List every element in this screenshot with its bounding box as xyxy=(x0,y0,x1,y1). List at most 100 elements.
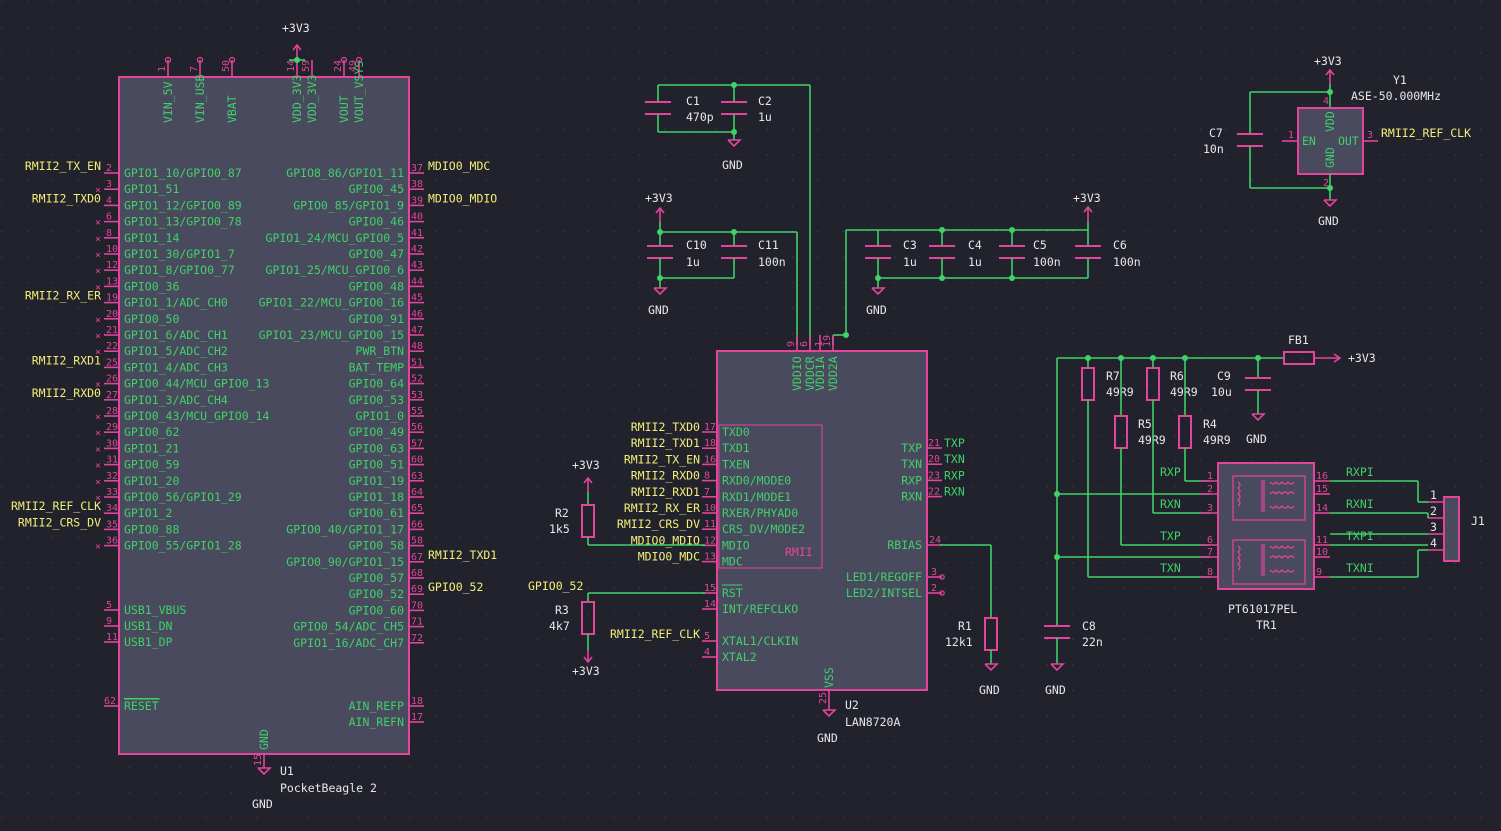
u2-left-net-label: MDIO0_MDC xyxy=(638,550,700,564)
svg-text:24: 24 xyxy=(929,535,941,546)
u2-ref: U2 xyxy=(845,698,859,712)
u2-right-pin-name: TXP xyxy=(901,441,922,455)
r2-resistor[interactable]: +3V3 R2 1k5 xyxy=(549,458,705,546)
u1-right-pin-name: GPIO0_58 xyxy=(349,539,404,553)
u1-right-pin-name: GPIO0_54/ADC_CH5 xyxy=(293,620,404,634)
u2-left-pin-name: MDC xyxy=(722,555,743,569)
c2-ref: C2 xyxy=(758,94,772,108)
svg-text:×: × xyxy=(95,250,101,261)
u1-left-pin-name: GPIO1_1/ADC_CH0 xyxy=(124,296,228,310)
c10-3v3-label: +3V3 xyxy=(645,191,673,205)
u1-left-pin-name: GPIO0_36 xyxy=(124,279,179,293)
u1-right-pin-num: 60 xyxy=(411,455,423,466)
r5-value: 49R9 xyxy=(1138,433,1166,447)
svg-text:17: 17 xyxy=(411,712,423,723)
u1-left-pin-name: GPIO1_21 xyxy=(124,441,179,455)
u1-left-pin-name: GPIO1_51 xyxy=(124,182,179,196)
u1-body[interactable] xyxy=(118,76,410,755)
fb1-ref: FB1 xyxy=(1288,333,1309,347)
r1-resistor[interactable]: GND R1 12k1 xyxy=(940,544,1000,697)
u1-usb-pin-name: USB1_DP xyxy=(124,635,173,649)
u1-symbol[interactable]: 1VIN_5V7VIN_USB50VBAT14VDD_3V359VDD_3V32… xyxy=(11,56,497,796)
u2-left-pin-name: RXD1/MODE1 xyxy=(722,490,791,504)
u2-right-pin-name: RXN xyxy=(901,490,922,504)
u1-left-pin-num: 27 xyxy=(106,390,118,401)
svg-text:×: × xyxy=(95,461,101,472)
c8-ref: C8 xyxy=(1082,619,1096,633)
u1-reset-pin-name: RESET xyxy=(124,699,159,713)
r2-ref: R2 xyxy=(555,506,569,520)
r2-value: 1k5 xyxy=(549,522,570,536)
c2-gnd-label: GND xyxy=(722,158,743,172)
u1-left-pin-num: 6 xyxy=(106,212,112,223)
r3-ref: R3 xyxy=(555,603,569,617)
u1-top-pin-num: 50 xyxy=(221,60,232,72)
svg-text:4: 4 xyxy=(1430,536,1437,550)
u1-right-pin-num: 47 xyxy=(411,325,423,336)
u1-right-net-label: RMII2_TXD1 xyxy=(428,548,497,562)
svg-text:×: × xyxy=(95,331,101,342)
u1-left-pin-num: 28 xyxy=(106,406,118,417)
c3-c6-group: +3V3 GND C3 1u C4 1u C5 100n C6 100n xyxy=(832,191,1141,345)
svg-text:7: 7 xyxy=(704,487,710,498)
svg-text:1: 1 xyxy=(814,341,825,347)
u1-top-pin-name: VDD_3V3 xyxy=(290,74,304,123)
u1-ref: U1 xyxy=(280,764,294,778)
svg-text:22: 22 xyxy=(928,487,940,498)
u1-left-net-label: RMII2_TX_EN xyxy=(25,159,101,173)
u1-left-pin-name: GPIO0_44/MCU_GPIO0_13 xyxy=(124,377,269,391)
c3-gnd-label: GND xyxy=(866,303,887,317)
u1-left-pin-name: GPIO1_6/ADC_CH1 xyxy=(124,328,228,342)
u1-right-pin-num: 37 xyxy=(411,163,423,174)
tr1-right-net: TXPI xyxy=(1346,529,1374,543)
svg-text:×: × xyxy=(95,266,101,277)
u1-right-pin-name: GPIO0_49 xyxy=(349,425,404,439)
u2-xtal-net: RMII2_REF_CLK xyxy=(610,627,700,641)
u1-right-pin-num: 66 xyxy=(411,519,423,530)
u1-left-pin-num: 34 xyxy=(106,503,118,514)
tr1-left-net: TXP xyxy=(1160,529,1181,543)
u1-left-pin-num: 25 xyxy=(106,357,118,368)
u1-left-pin-num: 2 xyxy=(106,163,112,174)
u1-right-pin-num: 48 xyxy=(411,341,423,352)
r3-value: 4k7 xyxy=(549,619,570,633)
u1-left-pin-num: 10 xyxy=(106,244,118,255)
u1-ain-pin-name: AIN_REFP xyxy=(349,699,404,713)
fb1-3v3-label: +3V3 xyxy=(1348,351,1376,365)
svg-text:4: 4 xyxy=(1323,96,1329,107)
svg-text:8: 8 xyxy=(1207,567,1213,578)
u1-right-pin-name: GPIO0_61 xyxy=(349,506,404,520)
c6-3v3-label: +3V3 xyxy=(1073,191,1101,205)
u1-right-pin-num: 51 xyxy=(411,357,423,368)
u1-right-pin-num: 45 xyxy=(411,293,423,304)
u1-left-pin-name: GPIO1_30/GPIO1_7 xyxy=(124,247,235,261)
u1-left-pin-num: 12 xyxy=(106,260,118,271)
c4-ref: C4 xyxy=(968,238,982,252)
c7-value: 10n xyxy=(1203,142,1224,156)
u2-left-pin-name: TXD1 xyxy=(722,441,750,455)
r3-net-label: GPIO0_52 xyxy=(528,579,583,593)
c10-value: 1u xyxy=(686,255,700,269)
u1-right-pin-name: GPIO1_22/MCU_GPIO0_16 xyxy=(259,296,404,310)
u2-left-pin-name: MDIO xyxy=(722,538,750,552)
c2-value: 1u xyxy=(758,110,772,124)
c7-ref: C7 xyxy=(1209,126,1223,140)
svg-text:21: 21 xyxy=(928,438,940,449)
r3-3v3-label: +3V3 xyxy=(572,664,600,678)
c5-ref: C5 xyxy=(1033,238,1047,252)
c11-value: 100n xyxy=(758,255,786,269)
svg-text:14: 14 xyxy=(704,599,716,610)
r3-resistor[interactable]: GPIO0_52 +3V3 R3 4k7 xyxy=(528,579,705,678)
u1-left-pin-name: GPIO0_43/MCU_GPIO0_14 xyxy=(124,409,269,423)
u2-left-pin-name: CRS_DV/MODE2 xyxy=(722,522,805,536)
u1-right-pin-num: 46 xyxy=(411,309,423,320)
u1-right-pin-name: GPIO8_86/GPIO1_11 xyxy=(286,166,404,180)
u1-left-pin-num: 26 xyxy=(106,374,118,385)
r7-value: 49R9 xyxy=(1106,385,1134,399)
y1-oscillator[interactable]: +3V3 GND 1 3 4 2 EN OUT VDD GND RMII2_RE… xyxy=(1203,54,1471,228)
svg-text:×: × xyxy=(95,542,101,553)
